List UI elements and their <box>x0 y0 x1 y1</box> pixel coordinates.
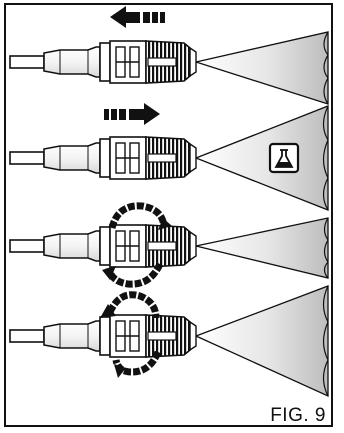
figure-label: FIG. 9 <box>270 405 326 426</box>
arrow-right-icon <box>104 103 160 125</box>
panel-1 <box>9 6 329 105</box>
rotate-arrow-icon <box>100 291 162 378</box>
nozzle <box>9 40 197 84</box>
panel-2 <box>9 103 329 211</box>
nozzle <box>9 224 197 268</box>
spray-cone <box>194 285 329 398</box>
spray-cone <box>193 31 329 105</box>
nozzle <box>9 136 197 180</box>
spray-cone <box>195 217 329 279</box>
spray-cone <box>194 105 329 211</box>
panel-3 <box>9 202 329 288</box>
panel-4 <box>9 285 329 398</box>
nozzle <box>9 314 197 358</box>
arrow-left-icon <box>110 6 165 28</box>
chemical-flask-icon <box>268 142 300 174</box>
rotate-arrow-icon <box>102 202 172 288</box>
